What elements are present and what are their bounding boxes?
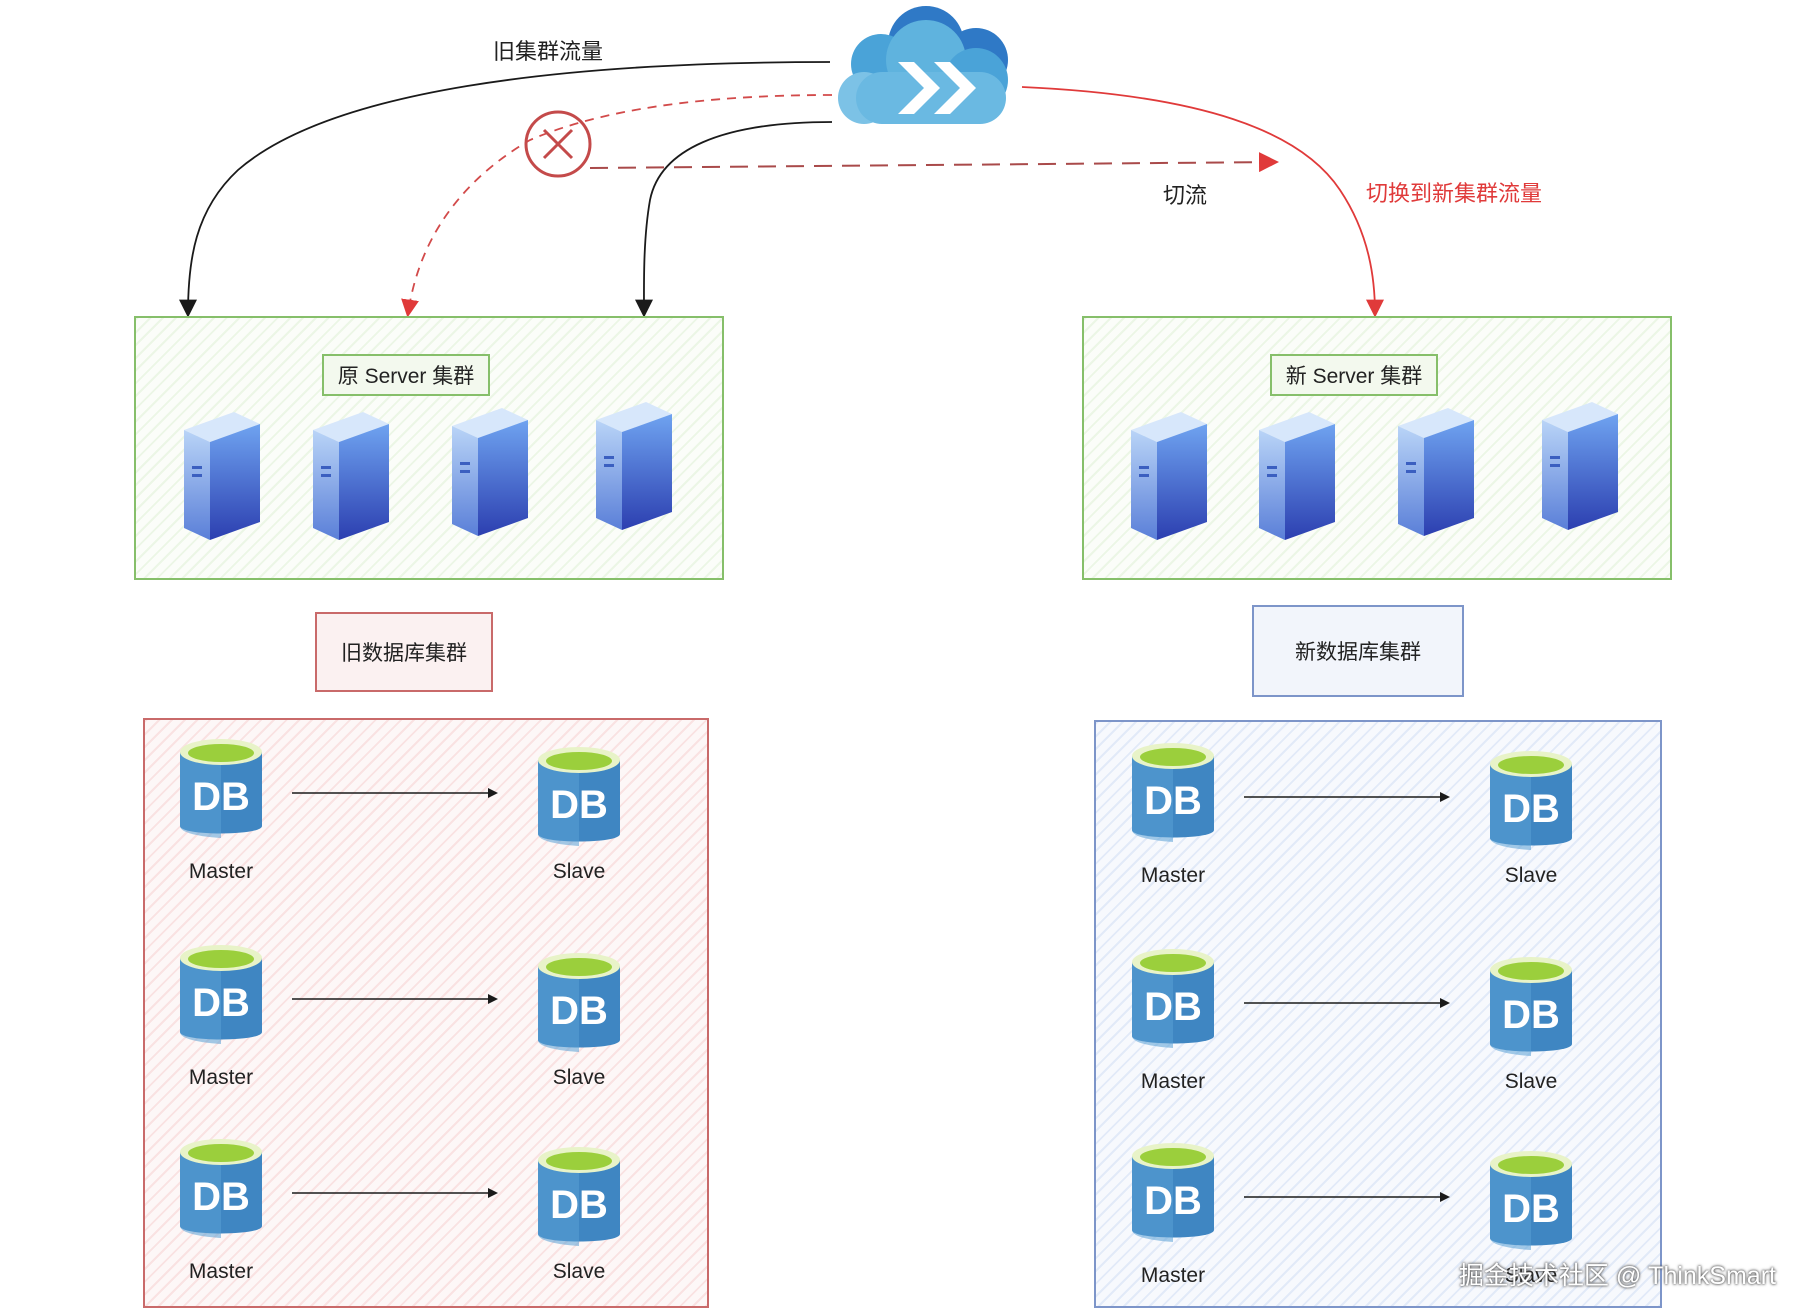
- server-icon: [1398, 408, 1474, 541]
- master-label: Master: [188, 860, 254, 883]
- master-label: Master: [188, 1066, 254, 1089]
- database-icon: DB: [1130, 948, 1216, 1057]
- database-icon: DB: [536, 746, 622, 855]
- server-icon: [1131, 412, 1207, 545]
- old-traffic-line-2: [634, 121, 833, 318]
- slave-label: Slave: [1504, 864, 1558, 887]
- replication-arrow: [292, 1188, 498, 1198]
- database-icon: DB: [1488, 956, 1574, 1065]
- svg-text:DB: DB: [1502, 993, 1560, 1037]
- slave-label: Slave: [552, 1066, 606, 1089]
- svg-text:DB: DB: [192, 981, 250, 1025]
- database-icon: DB: [1488, 750, 1574, 859]
- cut-flow-arrow: [589, 152, 1279, 173]
- master-label: Master: [1140, 864, 1206, 887]
- database-icon: DB: [1130, 1142, 1216, 1251]
- svg-text:DB: DB: [1144, 1179, 1202, 1223]
- database-icon: DB: [536, 952, 622, 1061]
- replication-arrow: [1244, 792, 1450, 802]
- server-icon: [313, 412, 389, 545]
- database-icon: DB: [178, 738, 264, 847]
- svg-text:DB: DB: [1502, 787, 1560, 831]
- server-icon: [1542, 402, 1618, 535]
- replication-arrow: [1244, 998, 1450, 1008]
- master-label: Master: [1140, 1070, 1206, 1093]
- old-traffic-label: 旧集群流量: [493, 39, 604, 64]
- database-icon: DB: [178, 944, 264, 1053]
- database-icon: DB: [1488, 1150, 1574, 1259]
- slave-label: Slave: [1504, 1264, 1558, 1287]
- svg-text:DB: DB: [192, 1175, 250, 1219]
- cut-flow-label: 切流: [1163, 183, 1208, 208]
- svg-text:DB: DB: [1502, 1187, 1560, 1231]
- new-server-cluster-title: 新 Server 集群: [1270, 354, 1438, 396]
- replication-arrow: [292, 994, 498, 1004]
- database-icon: DB: [178, 1138, 264, 1247]
- old-traffic-line-1: [179, 61, 831, 318]
- database-icon: DB: [1130, 742, 1216, 851]
- svg-text:DB: DB: [550, 783, 608, 827]
- old-db-cluster-title: 旧数据库集群: [315, 612, 493, 692]
- slave-label: Slave: [552, 1260, 606, 1283]
- cloud-icon: [838, 6, 1008, 124]
- database-icon: DB: [536, 1146, 622, 1255]
- new-traffic-line: [1021, 86, 1384, 318]
- svg-text:DB: DB: [1144, 985, 1202, 1029]
- server-icon: [1259, 412, 1335, 545]
- server-icon: [184, 412, 260, 545]
- master-label: Master: [1140, 1264, 1206, 1287]
- slave-label: Slave: [552, 860, 606, 883]
- cancelled-traffic-line: [401, 94, 833, 318]
- svg-text:DB: DB: [192, 775, 250, 819]
- cancel-x-icon: [524, 110, 592, 178]
- svg-text:DB: DB: [550, 989, 608, 1033]
- replication-arrow: [292, 788, 498, 798]
- slave-label: Slave: [1504, 1070, 1558, 1093]
- old-server-cluster-title: 原 Server 集群: [322, 354, 490, 396]
- server-icon: [452, 408, 528, 541]
- new-db-cluster-title: 新数据库集群: [1252, 605, 1464, 697]
- watermark: 掘金技术社区 @ ThinkSmart: [1458, 1262, 1776, 1290]
- server-icon: [596, 402, 672, 535]
- switch-traffic-label: 切换到新集群流量: [1366, 181, 1543, 206]
- master-label: Master: [188, 1260, 254, 1283]
- replication-arrow: [1244, 1192, 1450, 1202]
- svg-text:DB: DB: [550, 1183, 608, 1227]
- svg-text:DB: DB: [1144, 779, 1202, 823]
